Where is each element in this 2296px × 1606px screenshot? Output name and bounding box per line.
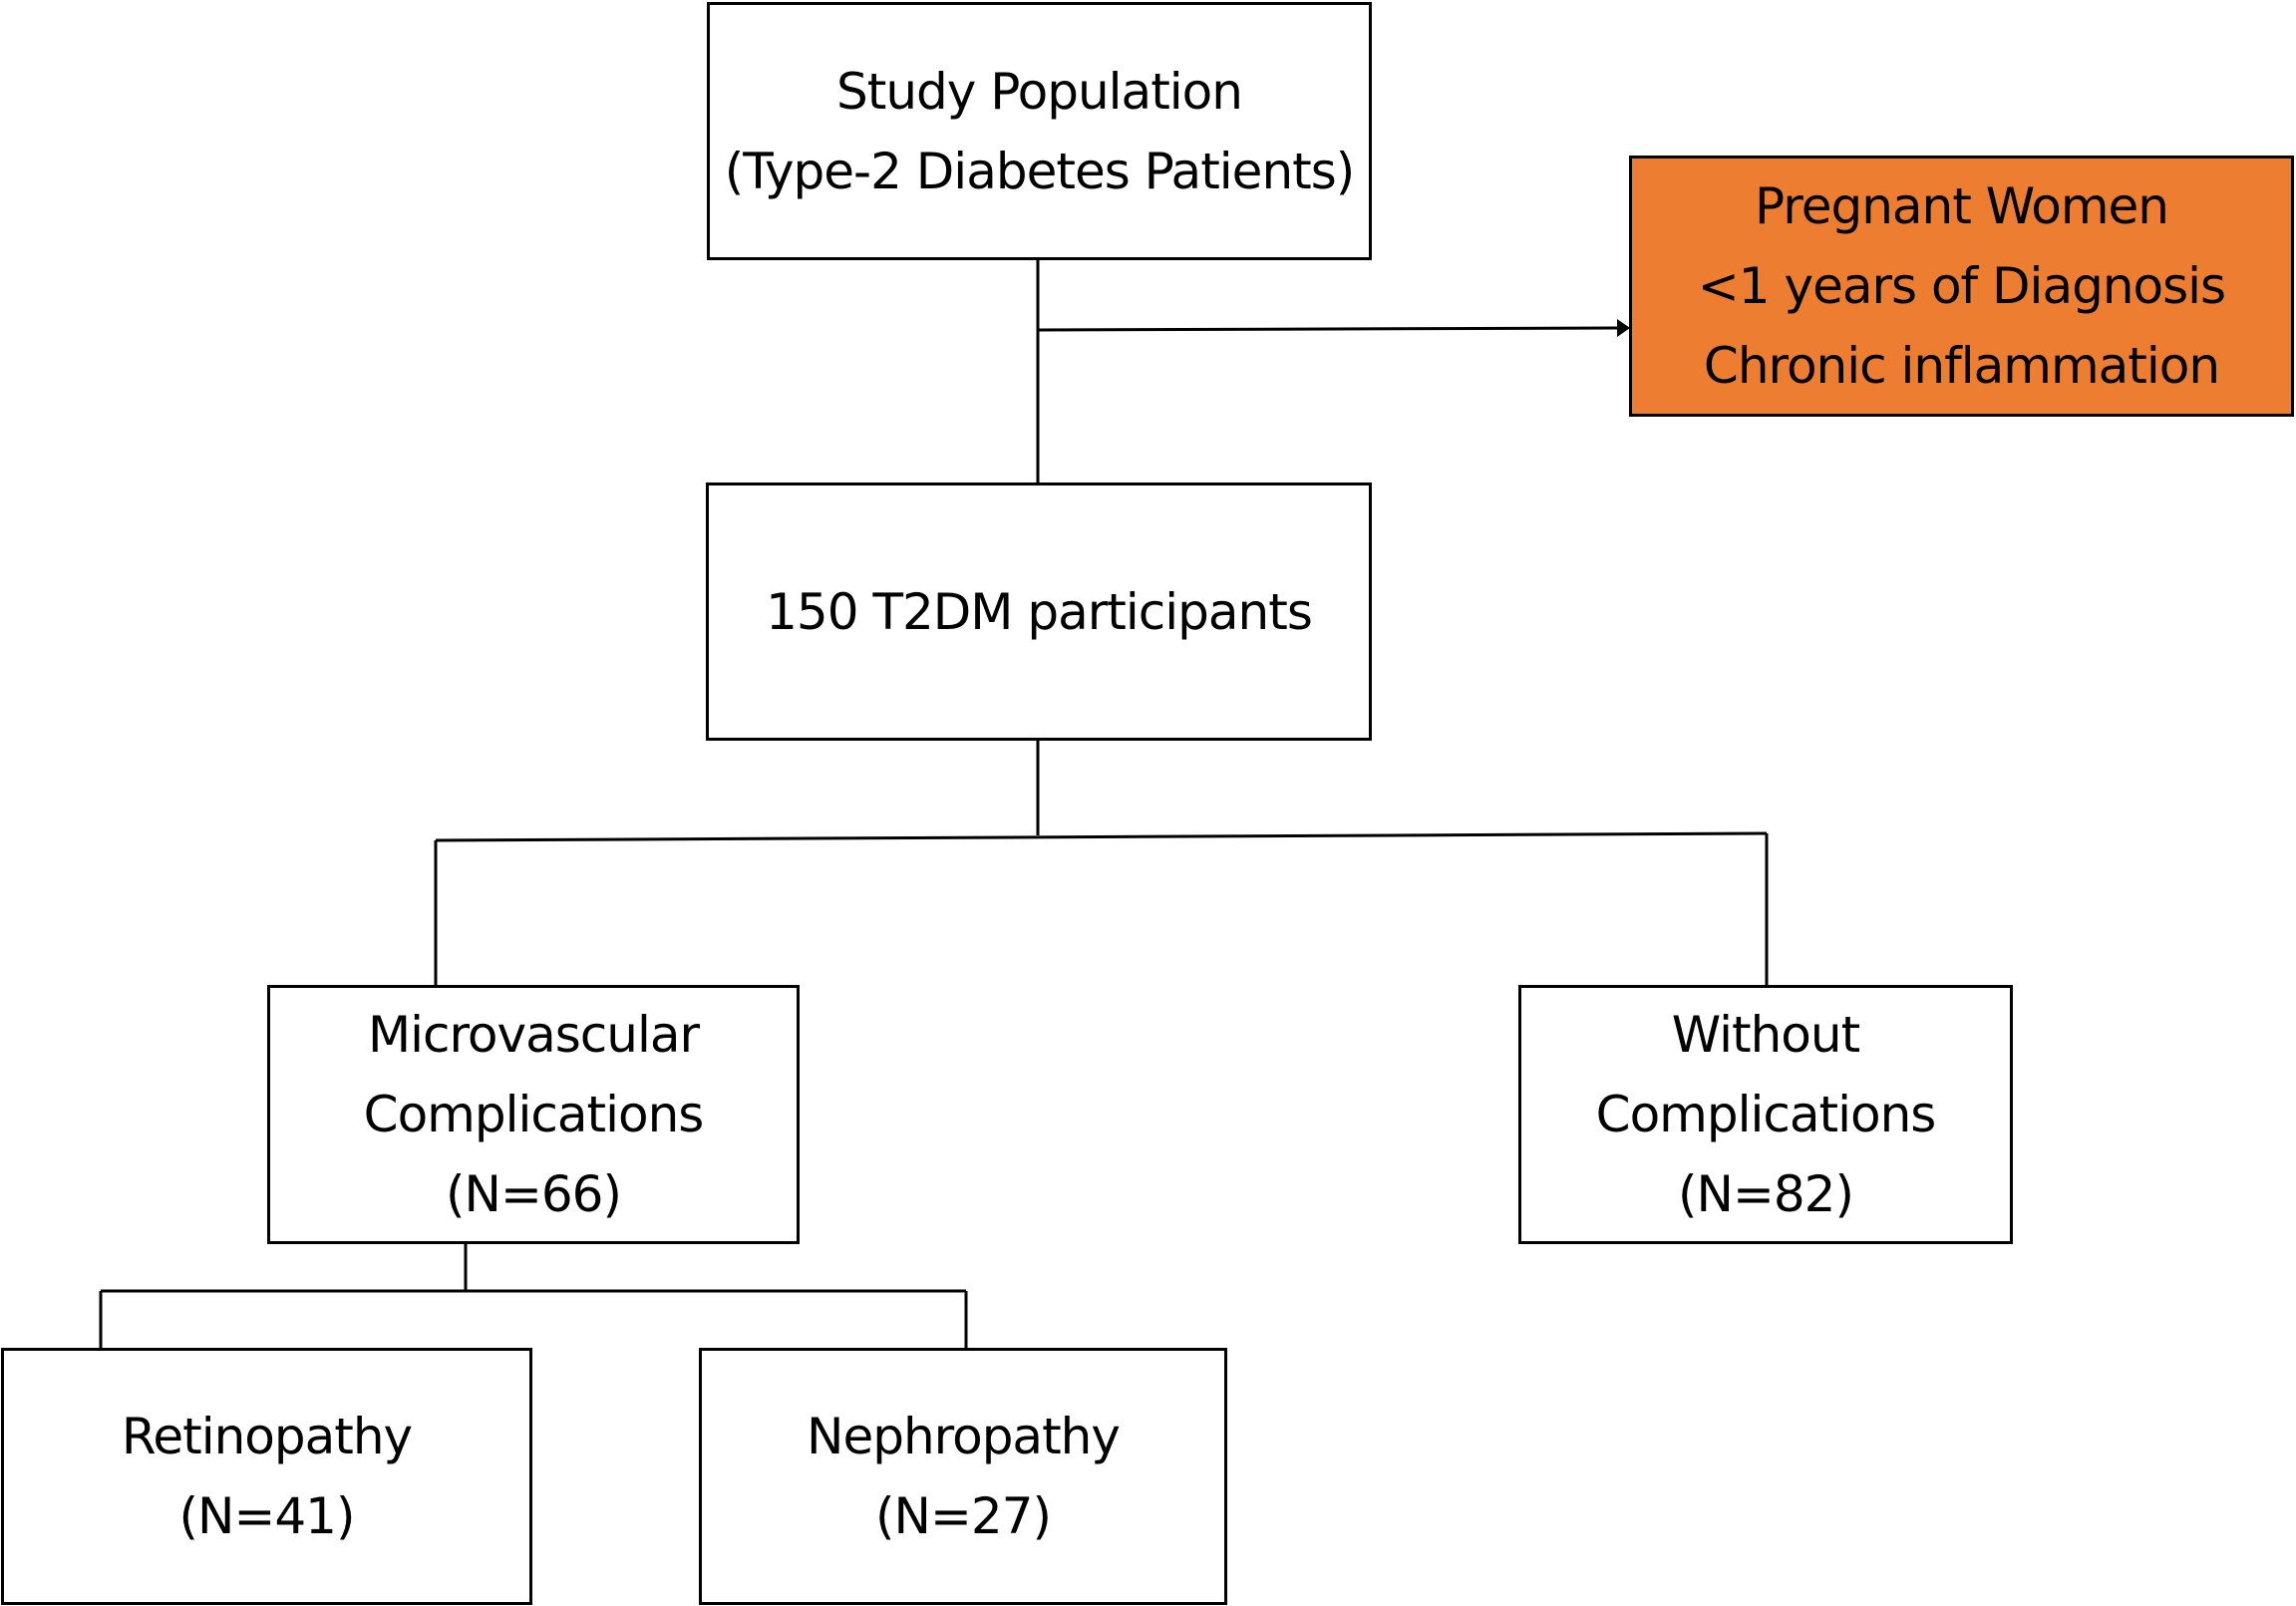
participants-line-1: 150 T2DM participants	[766, 582, 1313, 641]
microvascular-line-3: (N=66)	[446, 1165, 622, 1223]
without-complications-box: Without Complications (N=82)	[1518, 985, 2013, 1244]
without-line-2: Complications	[1595, 1086, 1937, 1143]
exclusion-line-3: Chronic inflammation	[1703, 337, 2220, 395]
edge-participants-split-bar	[435, 831, 1768, 842]
participants-box: 150 T2DM participants	[706, 482, 1372, 741]
microvascular-line-1: Microvascular	[367, 1006, 700, 1064]
without-line-3: (N=82)	[1678, 1165, 1854, 1223]
retinopathy-line-1: Retinopathy	[121, 1408, 413, 1465]
microvascular-line-2: Complications	[363, 1086, 705, 1143]
nephropathy-line-2: (N=27)	[875, 1487, 1052, 1545]
study-population-line-2: (Type-2 Diabetes Patients)	[724, 142, 1356, 200]
microvascular-complications-box: Microvascular Complications (N=66)	[267, 985, 800, 1244]
exclusion-line-2: <1 years of Diagnosis	[1697, 257, 2226, 315]
nephropathy-box: Nephropathy (N=27)	[699, 1348, 1227, 1605]
exclusion-line-1: Pregnant Women	[1754, 177, 2169, 235]
retinopathy-box: Retinopathy (N=41)	[1, 1348, 532, 1605]
exclusion-arrowhead	[1617, 319, 1630, 337]
retinopathy-line-2: (N=41)	[178, 1487, 356, 1545]
edge-population-to-excluded	[1037, 326, 1618, 332]
study-population-line-1: Study Population	[836, 62, 1243, 121]
nephropathy-line-1: Nephropathy	[807, 1408, 1121, 1465]
exclusion-criteria-box: Pregnant Women <1 years of Diagnosis Chr…	[1629, 156, 2294, 417]
without-line-1: Without	[1671, 1006, 1860, 1064]
study-population-box: Study Population (Type-2 Diabetes Patien…	[707, 2, 1372, 260]
